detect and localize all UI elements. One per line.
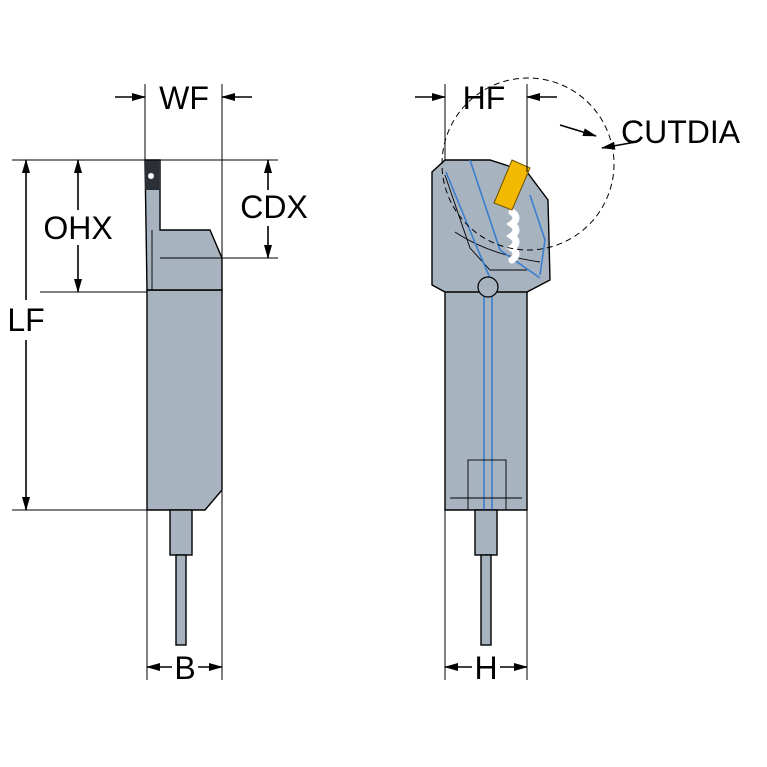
side-view xyxy=(144,159,223,646)
label-hf: HF xyxy=(463,80,506,116)
front-view-head-arc xyxy=(454,231,541,263)
label-ohx: OHX xyxy=(43,210,112,246)
front-view-screw xyxy=(477,276,499,298)
dimensions: WF HF CUTDIA OHX CDX LF B xyxy=(7,80,740,686)
label-b: B xyxy=(174,650,195,686)
front-view-coolant-main xyxy=(483,292,493,510)
cutting-diameter-circle xyxy=(441,77,615,251)
front-view-clamp-slot xyxy=(506,208,520,264)
label-wf: WF xyxy=(159,80,209,116)
front-view-shank xyxy=(444,287,528,511)
label-h: H xyxy=(474,650,497,686)
side-view-stem xyxy=(169,509,193,556)
label-cdx: CDX xyxy=(240,189,308,225)
front-view-coolant-channel-2 xyxy=(469,159,541,279)
side-view-tube xyxy=(175,554,187,646)
side-view-head xyxy=(144,159,223,291)
front-view-head-detail xyxy=(444,174,527,271)
front-view-insert[interactable] xyxy=(493,159,531,211)
front-view-head xyxy=(431,159,551,293)
front-view-coolant-channel xyxy=(445,171,491,279)
label-cutdia: CUTDIA xyxy=(621,114,741,150)
front-view-stem xyxy=(474,509,498,556)
front-view xyxy=(431,77,615,646)
side-view-insert-hole xyxy=(148,173,154,179)
front-view-coolant-channel-3 xyxy=(529,194,546,276)
side-view-shank xyxy=(146,289,223,511)
cutdia-arrow-2 xyxy=(601,141,637,150)
front-view-tube xyxy=(480,554,492,646)
label-lf: LF xyxy=(7,302,44,338)
cutdia-arrow-1 xyxy=(559,124,597,137)
